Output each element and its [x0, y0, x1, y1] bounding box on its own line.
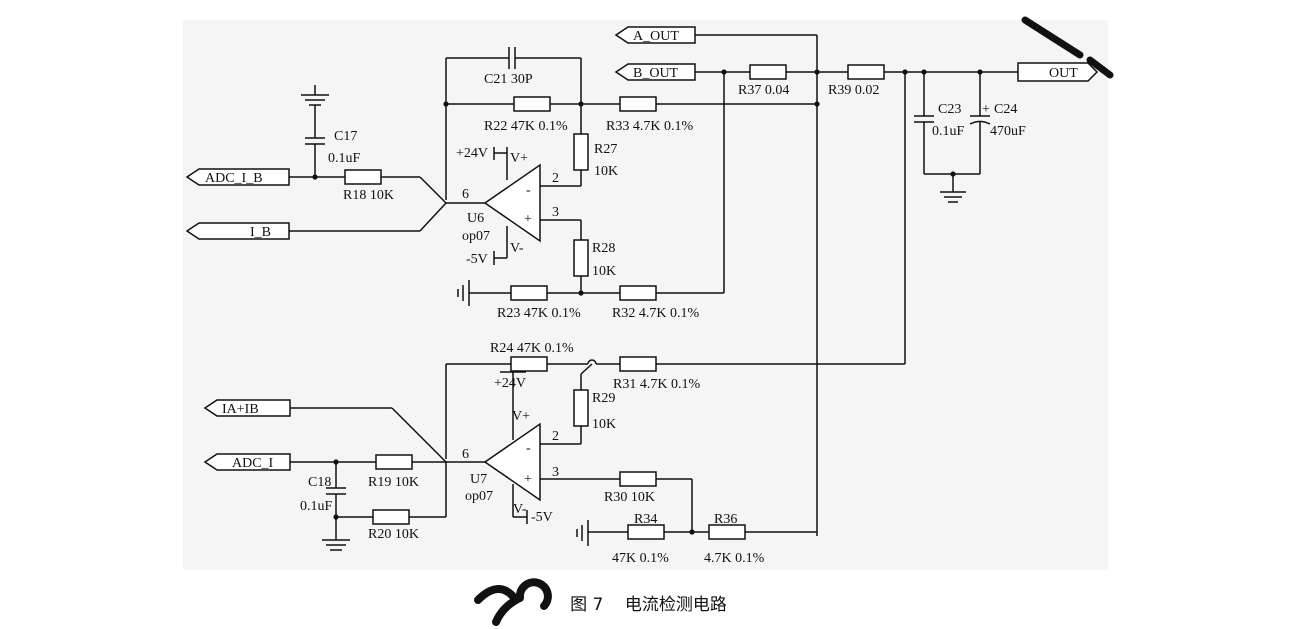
r18-label: R18 10K	[343, 188, 394, 203]
port-out	[1017, 62, 1099, 82]
u7-minus-sign: -	[526, 441, 531, 456]
port-i-b-label: I_B	[250, 225, 271, 240]
resistor-r30	[619, 471, 657, 487]
u6-model: op07	[462, 229, 490, 244]
resistor-r32	[619, 285, 657, 301]
u6-vminus-supply: -5V	[466, 252, 488, 267]
r29-value: 10K	[592, 417, 616, 432]
r34-name: R34	[634, 512, 657, 527]
resistor-r28	[573, 239, 589, 277]
resistor-r22	[513, 96, 551, 112]
u7-name: U7	[470, 472, 487, 487]
port-adc-i-label: ADC_I	[232, 456, 274, 471]
resistor-r29	[573, 389, 589, 427]
resistor-r39	[847, 64, 885, 80]
resistor-r37	[749, 64, 787, 80]
resistor-r36	[708, 524, 746, 540]
r22-label: R22 47K 0.1%	[484, 119, 568, 134]
resistor-r27	[573, 133, 589, 171]
u7-pin-out: 6	[462, 447, 469, 462]
opamp-u6	[483, 163, 541, 243]
r33-label: R33 4.7K 0.1%	[606, 119, 693, 134]
resistor-r31	[619, 356, 657, 372]
port-out-label: OUT	[1049, 66, 1078, 81]
r29-name: R29	[592, 391, 615, 406]
c17-name: C17	[334, 129, 357, 144]
r36-name: R36	[714, 512, 737, 527]
r24-label: R24 47K 0.1%	[490, 341, 574, 356]
resistor-r34	[627, 524, 665, 540]
u7-vplus-pin: V+	[512, 409, 530, 424]
r27-name: R27	[594, 142, 617, 157]
r37-label: R37 0.04	[738, 83, 789, 98]
u6-vplus-pin: V+	[510, 151, 528, 166]
r34-value: 47K 0.1%	[612, 551, 669, 566]
r23-label: R23 47K 0.1%	[497, 306, 581, 321]
u6-pin-noninv: 3	[552, 205, 559, 220]
c18-name: C18	[308, 475, 331, 490]
r31-label: R31 4.7K 0.1%	[613, 377, 700, 392]
resistor-r33	[619, 96, 657, 112]
u7-model: op07	[465, 489, 493, 504]
u6-plus-sign: +	[524, 212, 532, 227]
port-a-out-label: A_OUT	[633, 29, 679, 44]
u6-vminus-pin: V-	[510, 241, 524, 256]
figure-caption: 图 7 电流检测电路	[0, 590, 1297, 615]
r36-value: 4.7K 0.1%	[704, 551, 765, 566]
c17-value: 0.1uF	[328, 151, 361, 166]
u7-pin-inv: 2	[552, 429, 559, 444]
resistor-r20	[372, 509, 410, 525]
r28-name: R28	[592, 241, 615, 256]
c24-polarity: +	[982, 102, 990, 117]
u7-stage: R24 47K 0.1% R31 4.7K 0.1% R29 10K 6 U7 …	[203, 72, 906, 566]
resistor-r23	[510, 285, 548, 301]
r19-label: R19 10K	[368, 475, 419, 490]
r28-value: 10K	[592, 264, 616, 279]
port-adc-i-b-label: ADC_I_B	[205, 171, 263, 186]
port-b-out-label: B_OUT	[633, 66, 679, 81]
resistor-r18	[344, 169, 382, 185]
u7-vminus-supply: -5V	[531, 510, 553, 525]
u7-vminus-pin: V-	[513, 502, 527, 517]
output-network: A_OUT B_OUT R37 0.04 R39 0.02 OUT C23 0.…	[614, 26, 1099, 536]
r32-label: R32 4.7K 0.1%	[612, 306, 699, 321]
c23-value: 0.1uF	[932, 124, 965, 139]
u6-minus-sign: -	[526, 183, 531, 198]
figure-title: 电流检测电路	[624, 595, 727, 615]
c24-name: C24	[994, 102, 1017, 117]
port-i-b	[185, 222, 290, 240]
u6-stage: C21 30P R22 47K 0.1% R33 4.7K 0.1% R27 1…	[185, 47, 820, 321]
figure-number: 图 7	[570, 595, 604, 615]
r20-label: R20 10K	[368, 527, 419, 542]
u6-pin-inv: 2	[552, 171, 559, 186]
r27-value: 10K	[594, 164, 618, 179]
u7-vplus-supply: +24V	[494, 376, 526, 391]
c18-value: 0.1uF	[300, 499, 333, 514]
u7-pin-noninv: 3	[552, 465, 559, 480]
resistor-r19	[375, 454, 413, 470]
opamp-u7	[483, 422, 541, 502]
r30-label: R30 10K	[604, 490, 655, 505]
c24-value: 470uF	[990, 124, 1026, 139]
r39-label: R39 0.02	[828, 83, 879, 98]
resistor-r24	[510, 356, 548, 372]
port-ia-ib-label: IA+IB	[222, 402, 259, 417]
u7-plus-sign: +	[524, 472, 532, 487]
u6-vplus-supply: +24V	[456, 146, 488, 161]
c21-label: C21 30P	[484, 72, 533, 87]
u6-pin-out: 6	[462, 187, 469, 202]
watermark	[474, 16, 1114, 626]
c23-name: C23	[938, 102, 961, 117]
u6-name: U6	[467, 211, 484, 226]
